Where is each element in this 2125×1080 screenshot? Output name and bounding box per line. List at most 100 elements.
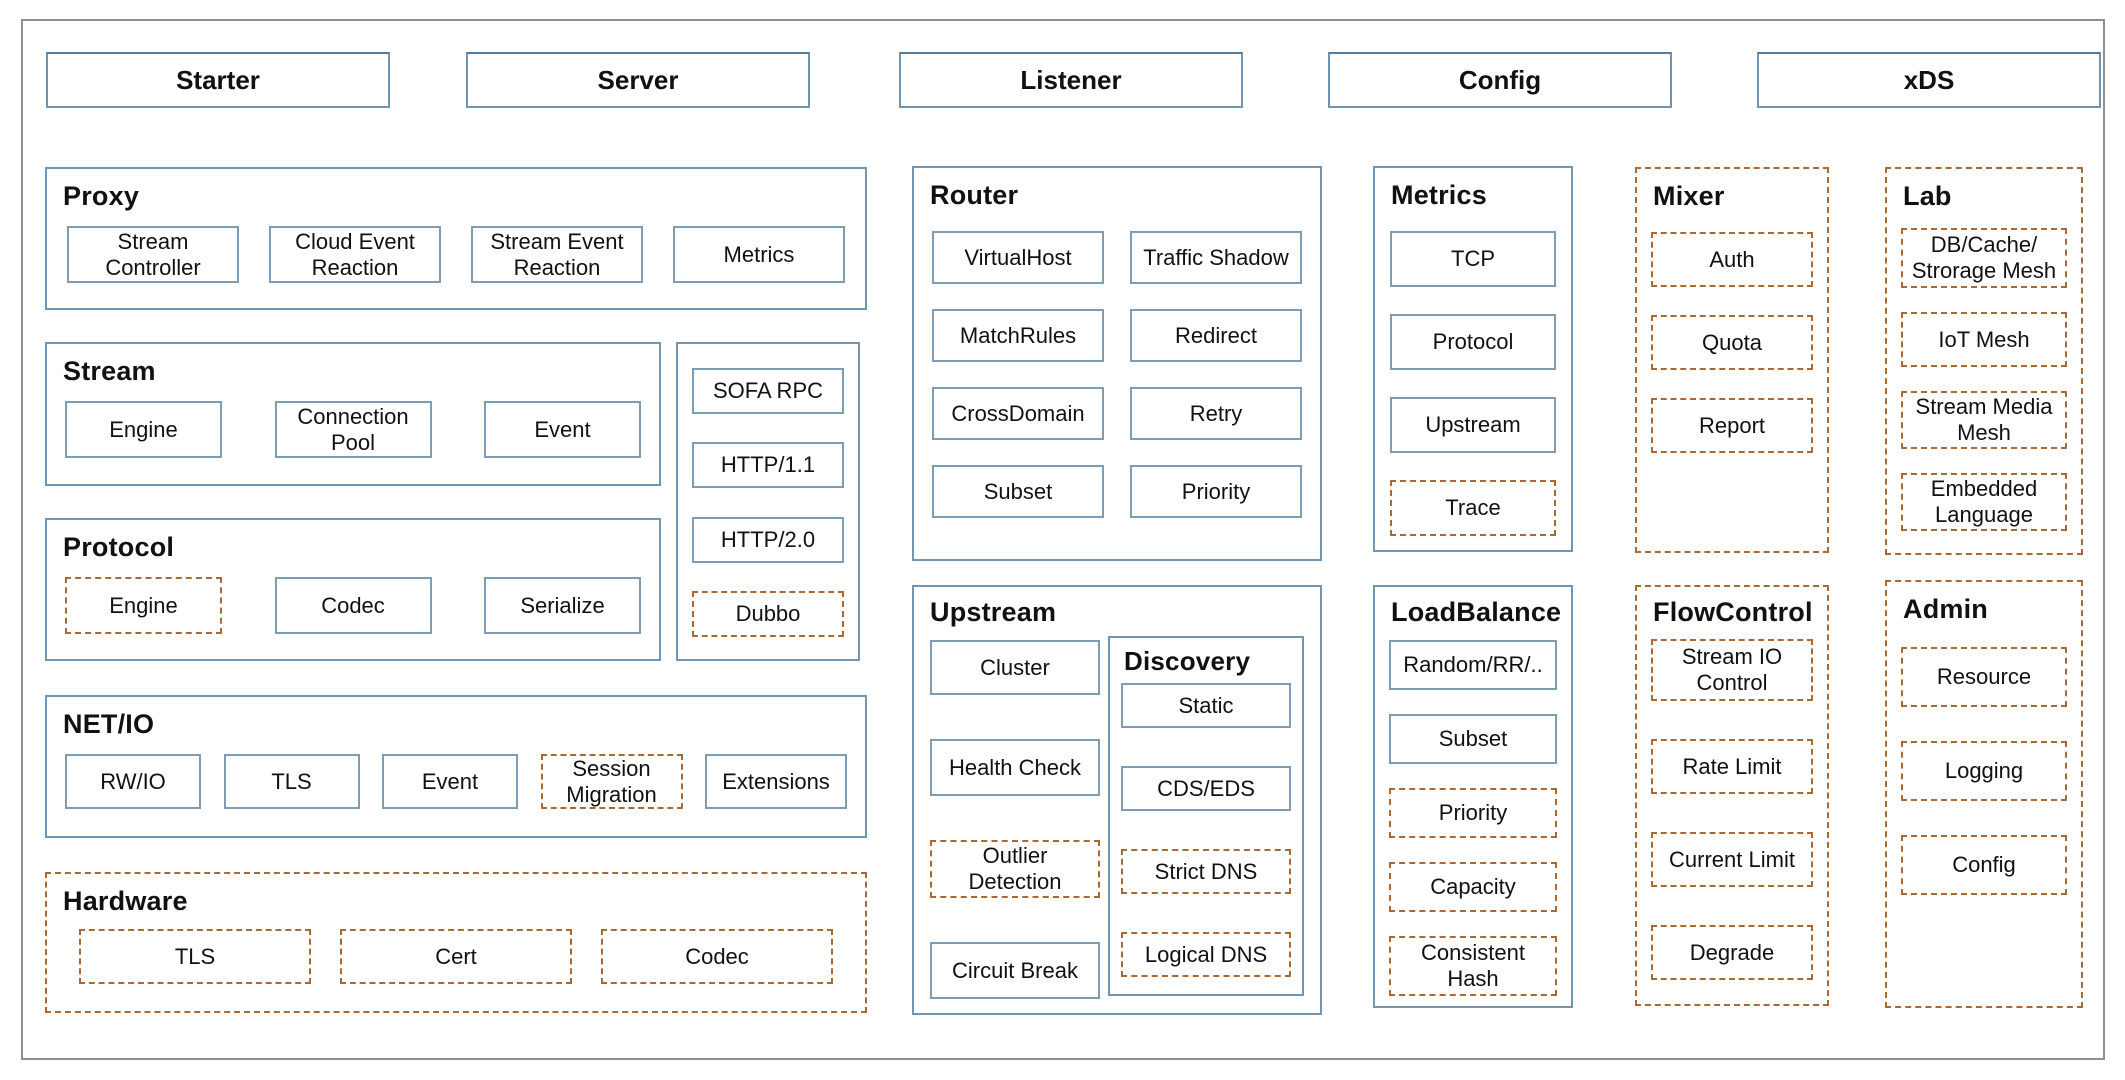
box-degrade: Degrade [1651, 925, 1813, 980]
box-crossdomain: CrossDomain [932, 387, 1104, 440]
box-connection-pool: Connection Pool [274, 401, 432, 458]
box-router-subset: Subset [932, 465, 1104, 518]
box-matchrules: MatchRules [932, 309, 1104, 362]
box-logical-dns: Logical DNS [1121, 932, 1291, 977]
box-db-cache-storage-mesh: DB/Cache/ Strorage Mesh [1901, 228, 2067, 288]
section-lab: Lab DB/Cache/ Strorage Mesh IoT Mesh Str… [1885, 167, 2083, 555]
box-virtualhost: VirtualHost [932, 231, 1104, 284]
box-netio-event: Event [382, 754, 518, 809]
section-router: Router VirtualHost Traffic Shadow MatchR… [912, 166, 1322, 561]
box-admin-config: Config [1901, 835, 2067, 895]
section-discovery: Discovery Static CDS/EDS Strict DNS Logi… [1108, 636, 1304, 996]
top-module-xds: xDS [1757, 52, 2101, 108]
box-quota: Quota [1651, 315, 1813, 370]
box-cloud-event-reaction: Cloud Event Reaction [269, 226, 441, 283]
section-mixer: Mixer Auth Quota Report [1635, 167, 1829, 553]
box-stream-media-mesh: Stream Media Mesh [1901, 391, 2067, 449]
box-lb-subset: Subset [1389, 714, 1557, 764]
box-stream-engine: Engine [65, 401, 222, 458]
section-loadbalance: LoadBalance Random/RR/.. Subset Priority… [1373, 585, 1573, 1008]
section-metrics: Metrics TCP Protocol Upstream Trace [1373, 166, 1573, 552]
box-current-limit: Current Limit [1651, 832, 1813, 887]
top-module-label: Config [1458, 64, 1542, 95]
box-report: Report [1651, 398, 1813, 453]
box-static: Static [1121, 683, 1291, 728]
box-stream-event: Event [484, 401, 641, 458]
box-redirect: Redirect [1130, 309, 1302, 362]
section-title: Stream [63, 356, 156, 386]
box-session-migration: Session Migration [540, 754, 683, 809]
box-lb-priority: Priority [1389, 788, 1557, 838]
top-module-listener: Listener [899, 52, 1243, 108]
top-module-config: Config [1328, 52, 1672, 108]
box-stream-io-control: Stream IO Control [1651, 639, 1813, 701]
box-metrics-tcp: TCP [1390, 231, 1556, 287]
section-title: Metrics [1391, 180, 1487, 210]
section-title: Mixer [1653, 181, 1725, 211]
section-title: Router [930, 180, 1019, 210]
section-title: Proxy [63, 181, 140, 211]
box-cds-eds: CDS/EDS [1121, 766, 1291, 811]
top-module-label: Starter [176, 64, 260, 95]
box-retry: Retry [1130, 387, 1302, 440]
top-module-label: Listener [1020, 64, 1122, 95]
box-serialize: Serialize [484, 577, 641, 634]
section-title: Upstream [930, 597, 1057, 627]
section-proxy: Proxy Stream Controller Cloud Event Reac… [45, 167, 867, 310]
section-title: LoadBalance [1391, 597, 1562, 627]
box-embedded-language: Embedded Language [1901, 473, 2067, 531]
box-sofa-rpc: SOFA RPC [692, 368, 844, 414]
section-admin: Admin Resource Logging Config [1885, 580, 2083, 1008]
box-strict-dns: Strict DNS [1121, 849, 1291, 894]
section-title: Lab [1903, 181, 1952, 211]
box-outlier-detection: Outlier Detection [930, 840, 1100, 898]
section-title: Discovery [1124, 646, 1251, 676]
box-dubbo: Dubbo [692, 590, 844, 637]
section-stream: Stream Engine Connection Pool Event [45, 342, 661, 486]
box-hardware-tls: TLS [79, 929, 311, 984]
box-stream-event-reaction: Stream Event Reaction [471, 226, 643, 283]
box-cluster: Cluster [930, 640, 1100, 695]
box-extensions: Extensions [705, 754, 847, 809]
box-protocol-engine: Engine [65, 577, 222, 634]
top-module-server: Server [466, 52, 810, 108]
section-title: Hardware [63, 886, 188, 916]
section-hardware: Hardware TLS Cert Codec [45, 872, 867, 1013]
box-logging: Logging [1901, 741, 2067, 801]
top-module-label: Server [597, 64, 679, 95]
box-hardware-codec: Codec [601, 929, 833, 984]
box-resource: Resource [1901, 647, 2067, 707]
section-flowcontrol: FlowControl Stream IO Control Rate Limit… [1635, 585, 1829, 1006]
section-title: Admin [1903, 594, 1988, 624]
box-hardware-cert: Cert [340, 929, 572, 984]
box-metrics-protocol: Protocol [1390, 314, 1556, 370]
box-rate-limit: Rate Limit [1651, 739, 1813, 794]
box-random-rr: Random/RR/.. [1389, 640, 1557, 690]
section-title: FlowControl [1653, 597, 1813, 627]
box-proxy-metrics: Metrics [673, 226, 845, 283]
box-http20: HTTP/2.0 [692, 516, 844, 563]
box-traffic-shadow: Traffic Shadow [1130, 231, 1302, 284]
box-health-check: Health Check [930, 739, 1100, 796]
section-upstream: Upstream Cluster Health Check Outlier De… [912, 585, 1322, 1015]
top-module-starter: Starter [46, 52, 390, 108]
box-metrics-upstream: Upstream [1390, 397, 1556, 453]
box-capacity: Capacity [1389, 862, 1557, 912]
box-router-priority: Priority [1130, 465, 1302, 518]
box-consistent-hash: Consistent Hash [1389, 936, 1557, 996]
section-title: NET/IO [63, 709, 155, 739]
top-module-label: xDS [1903, 64, 1955, 95]
box-circuit-break: Circuit Break [930, 942, 1100, 999]
box-netio-tls: TLS [223, 754, 360, 809]
box-trace: Trace [1390, 480, 1556, 536]
box-auth: Auth [1651, 232, 1813, 287]
box-rwio: RW/IO [65, 754, 201, 809]
box-stream-controller: Stream Controller [67, 226, 239, 283]
box-iot-mesh: IoT Mesh [1901, 312, 2067, 367]
section-title: Protocol [63, 532, 175, 562]
section-netio: NET/IO RW/IO TLS Event Session Migration… [45, 695, 867, 838]
box-http11: HTTP/1.1 [692, 442, 844, 489]
section-protocol: Protocol Engine Codec Serialize [45, 518, 661, 661]
box-codec: Codec [274, 577, 432, 634]
section-protocol-stack: SOFA RPC HTTP/1.1 HTTP/2.0 Dubbo [676, 342, 860, 661]
